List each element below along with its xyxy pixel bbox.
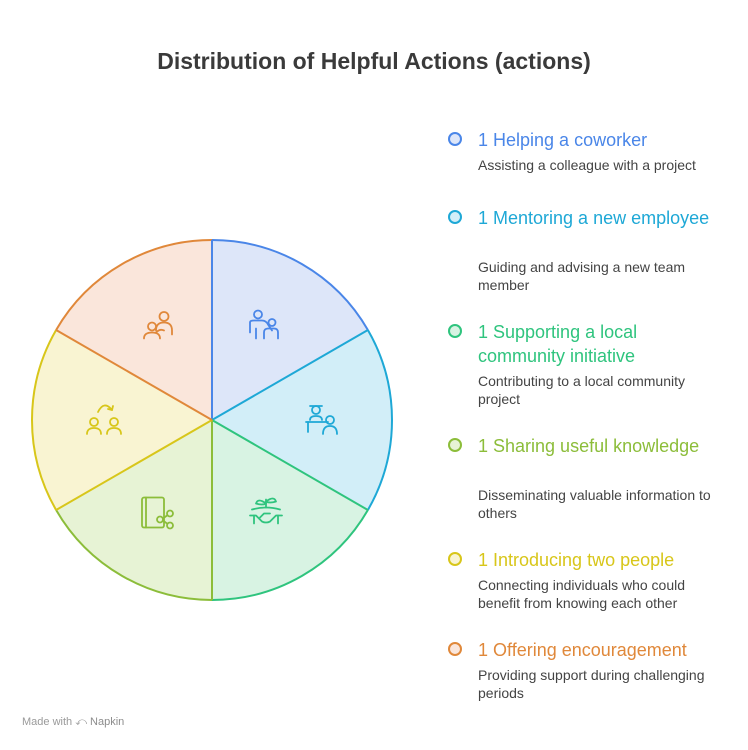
pie-divider-encouragement <box>55 329 213 421</box>
brand-name: Napkin <box>90 716 125 728</box>
pie-arc-sharing <box>55 509 213 601</box>
pie-slice-sharing <box>56 420 212 600</box>
pie-divider-introducing <box>55 419 213 511</box>
legend-description: Contributing to a local community projec… <box>478 373 685 407</box>
chart-title: Distribution of Helpful Actions (actions… <box>157 48 591 74</box>
pie-arc-helping-coworker <box>211 239 369 331</box>
footer: Made with ⤺ Napkin <box>22 716 124 729</box>
pie-arc-introducing <box>31 329 57 511</box>
pie-arc-mentoring <box>367 329 393 511</box>
legend-description: Guiding and advising a new team member <box>478 259 686 293</box>
pie-slice-introducing <box>31 330 212 510</box>
legend-description: Connecting individuals who could benefit… <box>478 577 686 611</box>
legend-dot <box>448 210 462 224</box>
legend-label: 1 Sharing useful knowledge <box>478 436 700 456</box>
helping-hand-icon <box>249 309 279 340</box>
handshake-plant-icon <box>249 497 283 525</box>
two-people-connect-icon <box>86 404 122 435</box>
pie-divider-community <box>211 419 369 511</box>
legend-dot <box>448 438 462 452</box>
legend-description: Assisting a colleague with a project <box>478 157 696 173</box>
mentor-desk-icon <box>305 405 338 435</box>
legend-dot <box>448 324 462 338</box>
pie-arc-community <box>211 509 369 601</box>
encouraging-people-icon <box>143 311 173 340</box>
legend-label: 1 Helping a coworker <box>478 130 648 150</box>
legend-label: 1 Offering encouragement <box>478 640 687 660</box>
legend-label: 1 Mentoring a new employee <box>478 208 710 228</box>
pie-slice-community <box>212 420 368 600</box>
made-with-text: Made with <box>22 716 73 728</box>
book-share-icon <box>141 496 174 530</box>
pie-slice-mentoring <box>212 330 392 510</box>
pie-slice-helping-coworker <box>212 240 368 420</box>
napkin-logo-icon: ⤺ <box>75 716 87 728</box>
legend-dot <box>448 552 462 566</box>
pie-arc-encouragement <box>55 239 213 331</box>
legend-label: 1 Supporting a local community initiativ… <box>478 322 638 366</box>
legend-description: Disseminating valuable information to ot… <box>478 487 711 521</box>
pie-divider-mentoring <box>211 329 369 421</box>
pie-slice-encouragement <box>56 240 212 420</box>
legend-description: Providing support during challenging per… <box>478 667 705 701</box>
legend-dot <box>448 132 462 146</box>
legend-dot <box>448 642 462 656</box>
legend-label: 1 Introducing two people <box>478 550 675 570</box>
